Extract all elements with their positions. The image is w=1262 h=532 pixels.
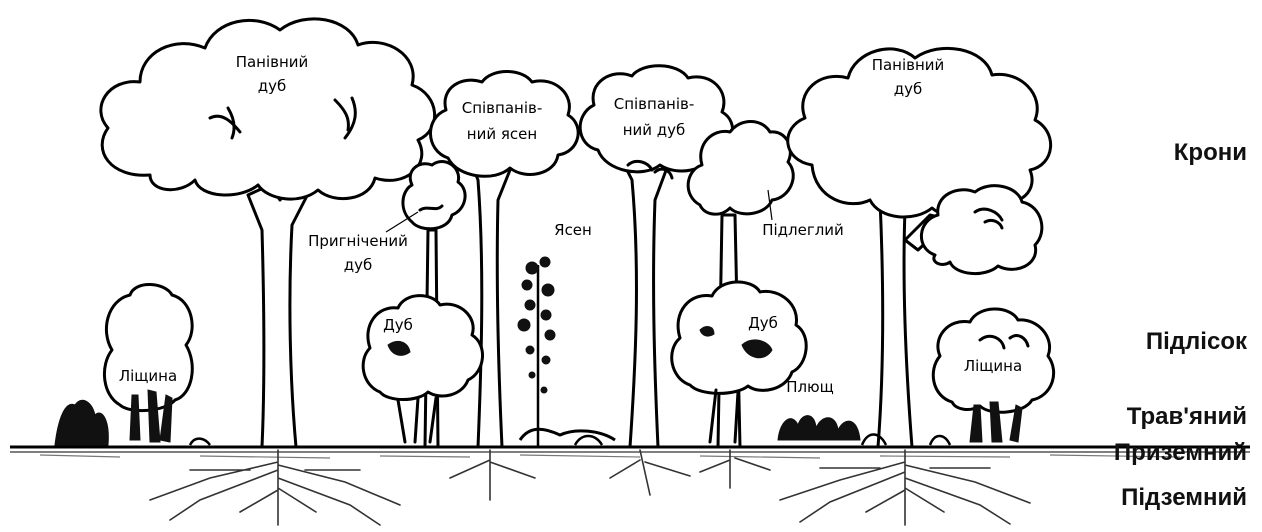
hazel-right: Ліщина bbox=[933, 309, 1053, 442]
codominant-ash-label-2: ний ясен bbox=[467, 125, 537, 143]
layer-labels: Крони Підлісок Трав'яний Приземний Підзе… bbox=[1114, 139, 1248, 511]
suppressed-oak-label-2: дуб bbox=[344, 256, 373, 274]
hazel-right-label: Ліщина bbox=[964, 357, 1022, 375]
ivy-label: Плющ bbox=[786, 378, 834, 396]
roots bbox=[150, 450, 1030, 525]
codominant-oak-label-2: ний дуб bbox=[623, 121, 686, 139]
dominant-oak-right-label-2: дуб bbox=[894, 80, 923, 98]
dominant-oak-left-label-1: Панівний bbox=[236, 53, 309, 71]
ground-line bbox=[10, 447, 1250, 458]
hazel-left: Ліщина bbox=[55, 284, 192, 445]
suppressed-oak-label-1: Пригнічений bbox=[308, 232, 408, 250]
dominant-oak-right-label-1: Панівний bbox=[872, 56, 945, 74]
hazel-left-label: Ліщина bbox=[119, 367, 177, 385]
young-ash: Ясен bbox=[518, 221, 615, 447]
layer-ground-label: Приземний bbox=[1114, 439, 1247, 466]
codominant-oak-label-1: Співпанів- bbox=[614, 95, 695, 113]
layer-underground-label: Підземний bbox=[1121, 484, 1247, 511]
layer-understory-label: Підлісок bbox=[1146, 328, 1248, 355]
young-oak-right-label: Дуб bbox=[748, 314, 778, 332]
young-oak-left-label: Дуб bbox=[383, 316, 413, 334]
layer-crowns-label: Крони bbox=[1174, 139, 1247, 166]
ash-label: Ясен bbox=[554, 221, 592, 239]
dominant-oak-left-label-2: дуб bbox=[258, 77, 287, 95]
ivy: Плющ bbox=[778, 378, 860, 440]
layer-herb-label: Трав'яний bbox=[1127, 403, 1247, 430]
codominant-ash-label-1: Співпанів- bbox=[462, 99, 543, 117]
young-oak-left: Дуб bbox=[363, 296, 482, 442]
subordinate-label: Підлеглий bbox=[762, 221, 844, 239]
